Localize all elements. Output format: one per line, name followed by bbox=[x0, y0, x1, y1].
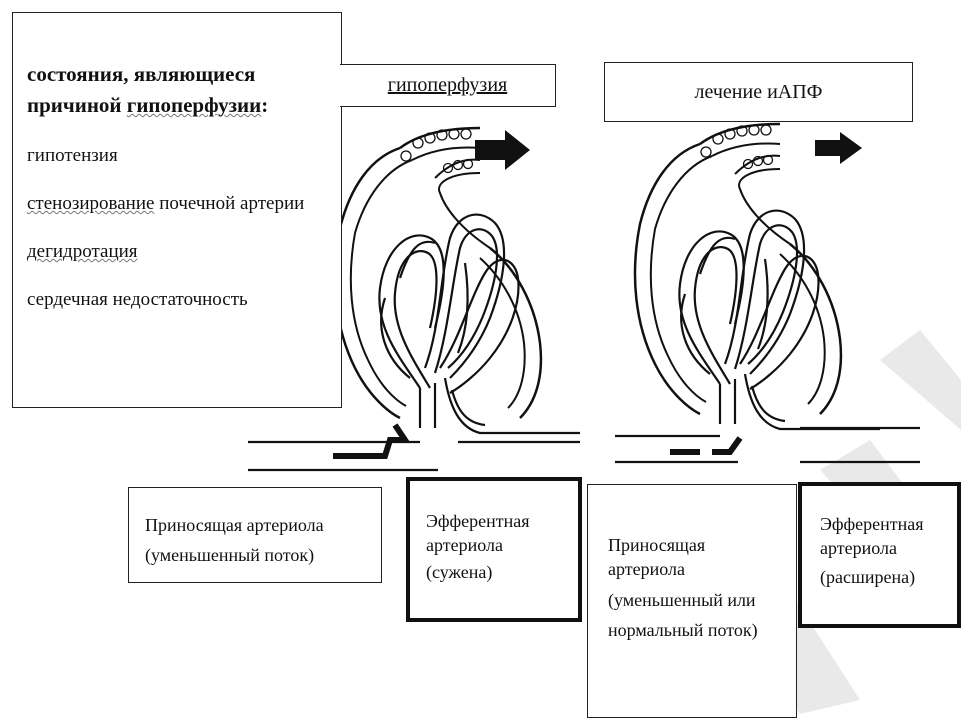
right-outflow-arrow bbox=[815, 132, 862, 164]
right-efferent-label: Эфферентная артериола bbox=[820, 512, 950, 560]
right-afferent-arrow bbox=[670, 438, 740, 452]
left-afferent-box: Приносящая артериола (уменьшенный поток) bbox=[128, 487, 382, 583]
hypoperfusion-label-box: гипоперфузия bbox=[340, 64, 556, 107]
cause-stenosis-rest: почечной артерии bbox=[154, 193, 304, 214]
left-afferent-note: (уменьшенный поток) bbox=[145, 542, 381, 568]
hypoperfusion-label: гипоперфузия bbox=[388, 74, 507, 96]
causes-title-colon: : bbox=[261, 93, 268, 117]
left-efferent-label: Эфферентная артериола bbox=[426, 509, 556, 557]
cause-item-dehydration: дегидротация bbox=[27, 239, 331, 265]
causes-title: состояния, являющиеся причиной гипоперфу… bbox=[27, 59, 331, 121]
causes-box: состояния, являющиеся причиной гипоперфу… bbox=[12, 12, 342, 408]
ace-treatment-label: лечение иАПФ bbox=[695, 81, 823, 103]
right-efferent-box: Эфферентная артериола (расширена) bbox=[798, 482, 961, 628]
left-afferent-label: Приносящая артериола bbox=[145, 512, 381, 538]
left-efferent-box: Эфферентная артериола (сужена) bbox=[406, 477, 582, 622]
left-glomerulus bbox=[335, 128, 580, 433]
cause-item-heart-failure: сердечная недостаточность bbox=[27, 287, 331, 313]
ace-treatment-label-box: лечение иАПФ bbox=[604, 62, 913, 122]
causes-title-keyword: гипоперфузии bbox=[127, 93, 261, 117]
left-efferent-note: (сужена) bbox=[426, 559, 578, 585]
cause-stenosis-keyword: стенозирование bbox=[27, 193, 154, 214]
right-efferent-note: (расширена) bbox=[820, 564, 957, 590]
cause-item-stenosis: стенозирование почечной артерии bbox=[27, 191, 331, 217]
right-glomerulus bbox=[635, 124, 880, 429]
left-afferent-arrow bbox=[333, 425, 405, 456]
cause-item-hypotension: гипотензия bbox=[27, 143, 331, 169]
right-afferent-note: (уменьшенный или нормальный поток) bbox=[608, 585, 768, 645]
right-afferent-box: Приносящая артериола (уменьшенный или но… bbox=[587, 484, 797, 718]
left-outflow-arrow bbox=[475, 130, 530, 170]
right-vessels bbox=[615, 428, 920, 462]
left-vessels bbox=[248, 442, 580, 470]
right-afferent-label: Приносящая артериола bbox=[608, 533, 728, 581]
